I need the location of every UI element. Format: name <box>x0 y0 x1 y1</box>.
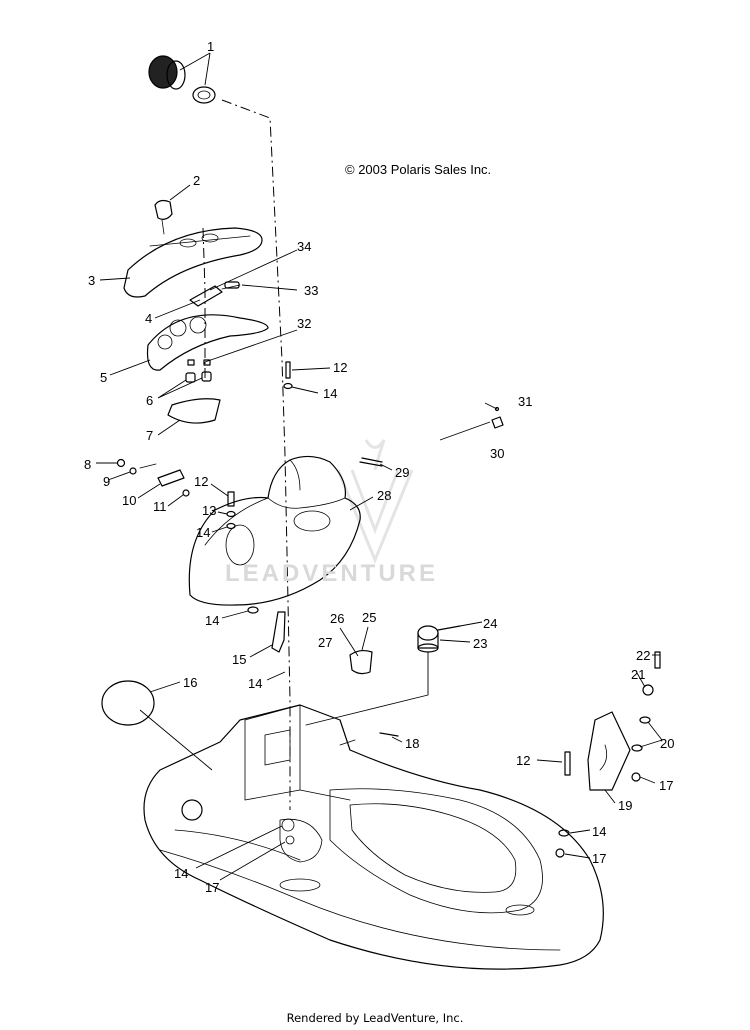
part-23-24-fitting <box>305 625 461 726</box>
part-16-decal <box>101 680 155 726</box>
callout-6: 6 <box>146 393 153 408</box>
leadventure-watermark-text: LEADVENTURE <box>225 560 439 587</box>
callout-12-bracket: 12 <box>516 753 530 768</box>
callout-33: 33 <box>304 283 318 298</box>
callout-20: 20 <box>660 736 674 751</box>
callout-7: 7 <box>146 428 153 443</box>
callout-15: 15 <box>232 652 246 667</box>
part-28-dash-shroud <box>188 455 361 606</box>
callout-3: 3 <box>88 273 95 288</box>
callout-12-upper: 12 <box>333 360 347 375</box>
assembly-axis-line-upper <box>202 227 206 380</box>
callout-9: 9 <box>103 474 110 489</box>
part-8-11-hardware <box>116 458 190 497</box>
callout-1: 1 <box>207 39 214 54</box>
assembly-axis-line <box>221 99 291 810</box>
part-1-cap <box>148 55 216 104</box>
part-19-22-bracket <box>555 651 661 858</box>
callout-14-clip: 14 <box>248 676 262 691</box>
callout-16: 16 <box>183 675 197 690</box>
callout-22: 22 <box>636 648 650 663</box>
callout-23: 23 <box>473 636 487 651</box>
part-29-30-31 <box>359 406 504 467</box>
callout-30: 30 <box>490 446 504 461</box>
callout-27: 27 <box>318 635 332 650</box>
part-6-nuts <box>185 359 212 383</box>
callout-13: 13 <box>202 503 216 518</box>
callout-19: 19 <box>618 798 632 813</box>
part-18-screw <box>339 732 399 746</box>
callout-17-bracket: 17 <box>659 778 673 793</box>
callout-32: 32 <box>297 316 311 331</box>
callout-17-hull: 17 <box>205 880 219 895</box>
callout-11: 11 <box>153 499 167 514</box>
callout-4: 4 <box>145 311 152 326</box>
part-3-dash-top <box>123 227 263 298</box>
callout-24: 24 <box>483 616 497 631</box>
part-4-bracket <box>189 281 241 307</box>
callout-14-mid: 14 <box>196 525 210 540</box>
callout-12-mid: 12 <box>194 474 208 489</box>
callout-14-shroud: 14 <box>205 613 219 628</box>
part-25-27-clamp <box>349 649 373 675</box>
callout-10: 10 <box>122 493 136 508</box>
callout-29: 29 <box>395 465 409 480</box>
hull-body <box>143 704 604 970</box>
callout-2: 2 <box>193 173 200 188</box>
part-5-dash-panel <box>146 314 269 371</box>
callout-17-right: 17 <box>592 851 606 866</box>
callout-8: 8 <box>84 457 91 472</box>
part-15-clip <box>271 611 286 653</box>
callout-28: 28 <box>377 488 391 503</box>
callout-14-right: 14 <box>592 824 606 839</box>
callout-5: 5 <box>100 370 107 385</box>
render-credit-footer: Rendered by LeadVenture, Inc. <box>286 1011 464 1025</box>
part-2-knob <box>154 199 173 235</box>
copyright-notice: © 2003 Polaris Sales Inc. <box>345 162 492 177</box>
callout-31: 31 <box>518 394 532 409</box>
callout-14-hull: 14 <box>174 866 188 881</box>
callout-18: 18 <box>405 736 419 751</box>
leader-lines <box>96 52 663 881</box>
callout-14-upper: 14 <box>323 386 337 401</box>
callout-labels: 1 2 3 34 33 4 32 5 6 7 12 14 31 30 8 9 1… <box>84 39 674 895</box>
callout-21: 21 <box>631 667 645 682</box>
callout-26: 26 <box>330 611 344 626</box>
callout-34: 34 <box>297 239 311 254</box>
callout-25: 25 <box>362 610 376 625</box>
part-7-gasket <box>167 398 221 424</box>
